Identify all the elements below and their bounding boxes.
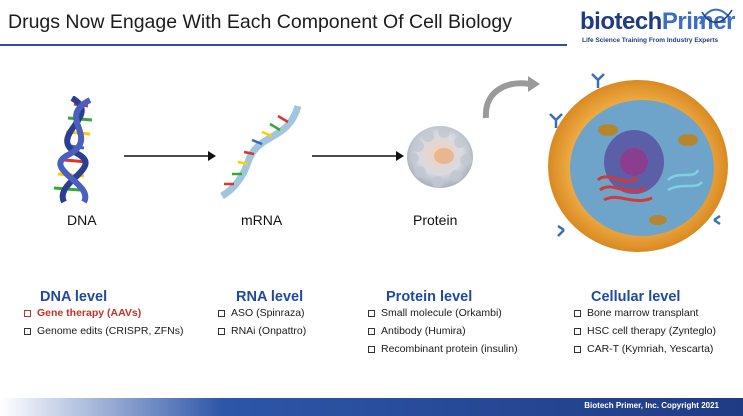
list-item: Recombinant protein (insulin) (368, 343, 518, 355)
checkbox-icon (574, 345, 581, 353)
list-item: Small molecule (Orkambi) (368, 307, 502, 319)
copyright-text: Biotech Primer, Inc. Copyright 2021 (584, 401, 719, 410)
list-item: HSC cell therapy (Zynteglo) (574, 325, 716, 337)
list-item: CAR-T (Kymriah, Yescarta) (574, 343, 713, 355)
title-underline (0, 44, 567, 46)
checkbox-icon (24, 309, 31, 317)
stage-label-protein: Protein (413, 212, 458, 228)
arrow-mrna-to-protein (312, 151, 404, 161)
list-item: RNAi (Onpattro) (218, 325, 306, 337)
logo-brand-main: biotech (580, 8, 662, 35)
list-item: Gene therapy (AAVs) (24, 307, 141, 319)
slide-title: Drugs Now Engage With Each Component Of … (8, 11, 512, 33)
checkbox-icon (24, 327, 31, 335)
logo-tagline: Life Science Training From Industry Expe… (582, 37, 719, 44)
dna-level-heading: DNA level (40, 289, 108, 305)
dna-swirl-icon (699, 8, 733, 25)
checkbox-icon (574, 309, 581, 317)
list-item: ASO (Spinraza) (218, 307, 305, 319)
list-item: Bone marrow transplant (574, 307, 698, 319)
rna-level-heading: RNA level (236, 289, 304, 305)
protein-structure-icon (407, 126, 473, 188)
checkbox-icon (368, 309, 375, 317)
mrna-strand-icon (220, 104, 302, 200)
checkbox-icon (218, 327, 225, 335)
checkbox-icon (218, 309, 225, 317)
list-item: Antibody (Humira) (368, 325, 466, 337)
stage-label-dna: DNA (67, 212, 97, 228)
cell-icon (548, 73, 728, 252)
checkbox-icon (368, 327, 375, 335)
footer-bar: Biotech Primer, Inc. Copyright 2021 (0, 398, 743, 416)
checkbox-icon (368, 345, 375, 353)
checkbox-icon (574, 327, 581, 335)
arrow-dna-to-mrna (124, 151, 216, 161)
curved-arrow-to-cell (482, 76, 540, 119)
protein-level-heading: Protein level (386, 289, 473, 305)
stage-label-mrna: mRNA (241, 212, 283, 228)
cellular-level-heading: Cellular level (591, 289, 681, 305)
biotech-primer-logo: biotechPrimer Life Science Training From… (580, 6, 738, 50)
dna-helix-icon (53, 96, 93, 204)
list-item: Genome edits (CRISPR, ZFNs) (24, 325, 183, 337)
